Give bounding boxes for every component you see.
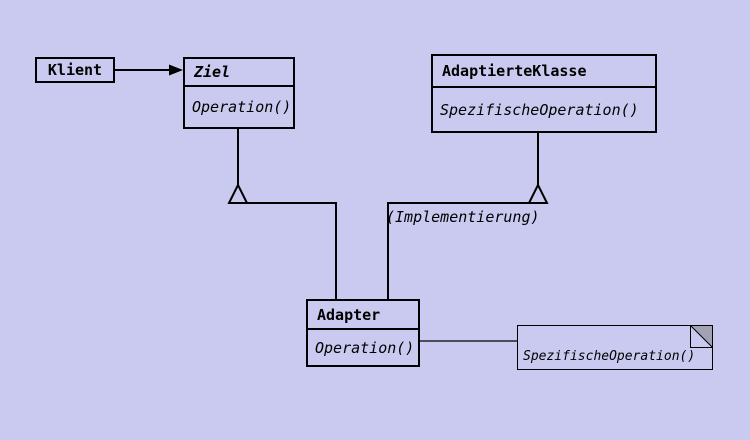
association-arrowhead-icon [169,64,183,76]
ziel-title-text: Ziel [194,63,231,81]
class-box-ziel: Ziel Operation() [183,57,295,129]
adaptierte-klasse-method: SpezifischeOperation() [433,88,655,131]
class-box-adapter: Adapter Operation() [306,299,420,367]
adapter-title-text: Adapter [317,305,381,324]
adapter-method-text: Operation() [315,338,415,357]
implementation-note: SpezifischeOperation() [517,325,713,370]
klient-label: Klient [47,61,103,79]
generalization-triangle-right-icon [527,182,549,204]
adapter-to-ziel-connector [246,202,337,300]
ziel-title: Ziel [185,59,293,87]
generalization-triangle-left-icon [227,182,249,204]
adapter-to-adaptierteklasse-connector [387,202,530,300]
adaptierte-klasse-title-text: AdaptierteKlasse [442,62,587,80]
class-box-klient: Klient [35,57,115,83]
adapter-method: Operation() [308,330,418,365]
implementierung-label: (Implementierung) [386,208,540,226]
note-text: SpezifischeOperation() [523,349,696,364]
note-fold-icon [690,325,713,348]
ziel-method: Operation() [185,87,293,127]
adaptierte-klasse-method-text: SpezifischeOperation() [440,100,639,119]
ziel-method-text: Operation() [192,98,292,116]
adapter-title: Adapter [308,301,418,330]
implementierung-label-text: (Implementierung) [386,208,540,226]
class-box-adaptierte-klasse: AdaptierteKlasse SpezifischeOperation() [431,54,657,133]
adaptierte-klasse-title: AdaptierteKlasse [433,56,655,88]
